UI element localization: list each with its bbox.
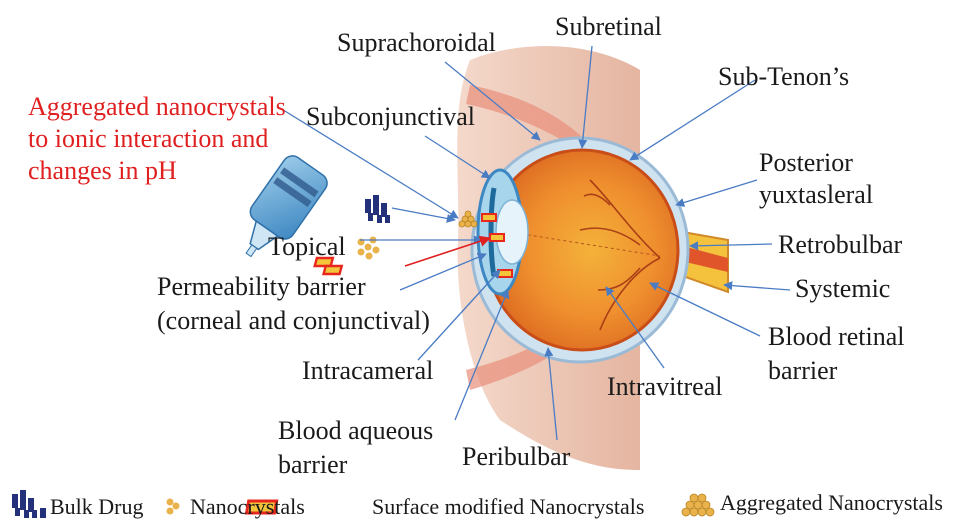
legend-bulk-drug-icon bbox=[12, 490, 46, 518]
label-blood-aqueous-line1: Blood aqueous bbox=[278, 416, 433, 446]
lens bbox=[496, 200, 528, 264]
label-permeability-line1: Permeability barrier bbox=[157, 272, 366, 302]
label-blood-retinal-line1: Blood retinal bbox=[768, 322, 904, 352]
label-permeability-line2: (corneal and conjunctival) bbox=[157, 306, 430, 336]
label-aggregated-line1: Aggregated nanocrystals bbox=[28, 92, 286, 122]
label-topical: Topical bbox=[268, 232, 346, 262]
label-blood-aqueous-line2: barrier bbox=[278, 450, 347, 480]
label-suprachoroidal: Suprachoroidal bbox=[337, 28, 496, 58]
label-yuxtasleral: yuxtasleral bbox=[759, 180, 873, 210]
legend-nanocrystals-icon bbox=[167, 499, 180, 515]
label-intracameral: Intracameral bbox=[302, 356, 433, 386]
legend-aggregated: Aggregated Nanocrystals bbox=[720, 490, 943, 516]
label-sub-tenons: Sub-Tenon’s bbox=[718, 62, 849, 92]
bulk-drug-icon bbox=[365, 195, 390, 223]
label-aggregated-line3: changes in pH bbox=[28, 156, 177, 186]
label-subretinal: Subretinal bbox=[555, 12, 662, 42]
legend-nanocrystals: Nanocrystals bbox=[190, 494, 305, 520]
label-intravitreal: Intravitreal bbox=[607, 372, 723, 402]
label-retrobulbar: Retrobulbar bbox=[778, 230, 902, 260]
label-systemic: Systemic bbox=[795, 274, 890, 304]
label-posterior: Posterior bbox=[759, 148, 853, 178]
legend-aggregated-icon bbox=[682, 494, 714, 516]
legend-surface-modified: Surface modified Nanocrystals bbox=[372, 494, 644, 520]
label-subconjunctival: Subconjunctival bbox=[306, 102, 475, 132]
legend-bulk-drug: Bulk Drug bbox=[50, 494, 144, 520]
label-peribulbar: Peribulbar bbox=[462, 442, 570, 472]
label-blood-retinal-line2: barrier bbox=[768, 356, 837, 386]
label-aggregated-line2: to ionic interaction and bbox=[28, 124, 268, 154]
